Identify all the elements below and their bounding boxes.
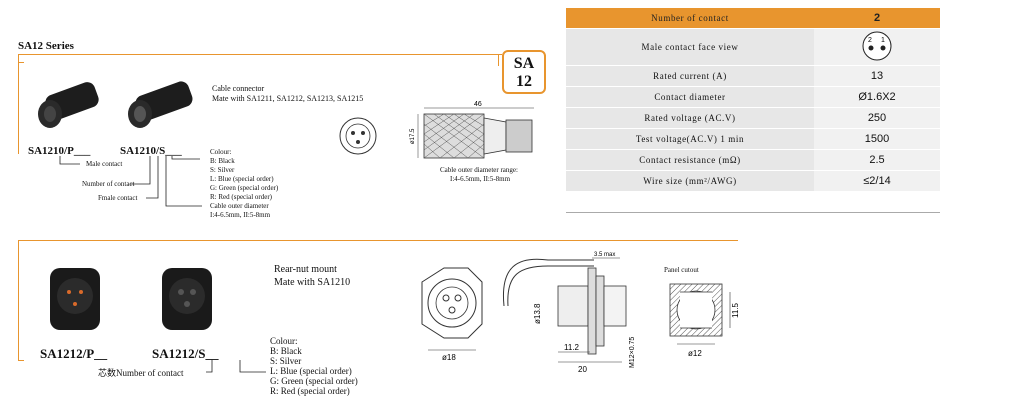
model-leader-lines	[59, 156, 202, 207]
face-pin-2: 2	[868, 37, 872, 44]
divider-line	[18, 360, 24, 361]
spec-label: Male contact face view	[566, 28, 814, 66]
spec-row-contact-resistance: Contact resistance (mΩ) 2.5	[566, 149, 940, 171]
rear-nut-female-image	[162, 268, 212, 330]
cutout-diameter-dim: ø12	[688, 349, 702, 358]
model-sa1212-s: SA1212/S__	[152, 346, 219, 361]
spec-row-rated-voltage: Rated voltage (AC.V) 250	[566, 107, 940, 129]
model-sa1210-p: SA1210/P___	[28, 145, 91, 157]
cable-connector-photo	[38, 81, 193, 128]
rear-nut-mate-with-label: Mate with SA1210	[274, 277, 351, 288]
spec-row-rated-current: Rated current (A) 13	[566, 65, 940, 87]
bottom-number-of-contact-label: 芯数Number of contact	[98, 368, 184, 378]
rear-nut-drawing: ø18 ø13.8 11.2 20 3.5 max M12×0.75	[421, 252, 636, 374]
spec-row-number-of-contact: Number of contact 2	[566, 8, 940, 29]
female-contact-label: Fmale contact	[98, 194, 138, 202]
divider-line	[18, 240, 19, 360]
bottom-colour-green: G: Green (special order)	[270, 376, 358, 386]
model-sa1212-p: SA1212/P__	[40, 346, 108, 361]
badge-line-1: SA	[513, 55, 535, 72]
d-20-dim: 20	[578, 365, 587, 374]
series-title: SA12 Series	[18, 40, 74, 52]
male-contact-label: Male contact	[86, 160, 123, 168]
rear-nut-male-image	[50, 268, 100, 330]
range-title: Cable outer diameter range:	[440, 166, 518, 174]
connector-male-image	[38, 82, 99, 128]
spec-value: ≤2/14	[814, 170, 940, 192]
divider-line	[18, 54, 502, 55]
bottom-colour-silver: S: Silver	[270, 356, 302, 366]
cutout-height-dim: 11.5	[731, 302, 740, 318]
spec-row-wire-size: Wire size (mm²/AWG) ≤2/14	[566, 170, 940, 192]
cable-connector-label: Cable connector	[212, 84, 265, 93]
badge-line-2: 12	[516, 73, 532, 90]
spec-label: Test voltage(AC.V) 1 min	[566, 128, 814, 150]
bottom-colour-red: R: Red (special order)	[270, 386, 350, 396]
spec-label: Number of contact	[566, 8, 814, 29]
spec-label: Rated voltage (AC.V)	[566, 107, 814, 129]
colour-blue: L: Blue (special order)	[210, 175, 274, 183]
spec-value: 250	[814, 107, 940, 129]
spec-row-face-view: Male contact face view 2 1	[566, 28, 940, 66]
colour-red: R: Red (special order)	[210, 193, 273, 201]
panel-cutout-title: Panel cutout	[664, 266, 699, 274]
colour-title: Colour:	[210, 148, 232, 156]
model-sa1210-s: SA1210/S___	[120, 145, 182, 157]
divider-line	[18, 54, 19, 154]
spec-table: Number of contact 2 Male contact face vi…	[566, 8, 940, 192]
length-dimension: 46	[474, 101, 482, 108]
divider-line	[18, 62, 24, 63]
rear-nut-connector-photo	[50, 268, 212, 330]
divider-line	[18, 240, 738, 241]
series-badge: SA 12	[502, 50, 546, 94]
spec-value: 2.5	[814, 149, 940, 171]
divider-line	[498, 54, 499, 66]
number-of-contact-label: Number of contact	[82, 180, 135, 188]
d-11-2-dim: 11.2	[564, 343, 580, 352]
spec-label: Contact resistance (mΩ)	[566, 149, 814, 171]
cable-od-values: I:4-6.5mm, II:5-8mm	[210, 211, 271, 219]
face-view-cell: 2 1	[814, 28, 940, 66]
spec-label: Contact diameter	[566, 86, 814, 108]
bottom-colour-blue: L: Blue (special order)	[270, 366, 352, 376]
mate-with-label: Mate with SA1211, SA1212, SA1213, SA1215	[212, 94, 364, 103]
panel-cutout-drawing: 11.5 ø12	[669, 283, 740, 358]
spec-label: Rated current (A)	[566, 65, 814, 87]
cable-od-title: Cable outer diameter	[210, 202, 269, 210]
diameter-dimension: ø17.5	[410, 128, 416, 144]
face-pin-1: 1	[881, 37, 885, 44]
spec-value: 13	[814, 65, 940, 87]
bottom-leader-lines	[206, 360, 266, 373]
rear-nut-mount-label: Rear-nut mount	[274, 264, 337, 275]
cable-connector-drawing: 46 ø17.5	[339, 101, 534, 159]
male-face-view-icon: 2 1	[862, 31, 892, 60]
range-values: I:4-6.5mm, II:5-8mm	[450, 175, 511, 183]
bottom-colour-title: Colour:	[270, 336, 298, 346]
d-35max-dim: 3.5 max	[594, 252, 615, 258]
body-diameter-dim: ø13.8	[533, 303, 542, 324]
colour-green: G: Green (special order)	[210, 184, 279, 192]
table-bottom-rule	[566, 212, 940, 213]
face-diameter-dim: ø18	[442, 353, 456, 362]
spec-row-test-voltage: Test voltage(AC.V) 1 min 1500	[566, 128, 940, 150]
side-view: ø13.8 11.2 20 3.5 max M12×0.75	[502, 252, 636, 374]
spec-row-contact-diameter: Contact diameter Ø1.6X2	[566, 86, 940, 108]
spec-value: Ø1.6X2	[814, 86, 940, 108]
spec-label: Wire size (mm²/AWG)	[566, 170, 814, 192]
spec-value: 1500	[814, 128, 940, 150]
front-view: ø18	[421, 267, 483, 362]
bottom-colour-black: B: Black	[270, 346, 302, 356]
thread-dim: M12×0.75	[629, 337, 636, 368]
connector-female-image	[128, 81, 193, 128]
colour-black: B: Black	[210, 157, 235, 165]
colour-silver: S: Silver	[210, 166, 235, 174]
spec-value: 2	[814, 8, 940, 29]
